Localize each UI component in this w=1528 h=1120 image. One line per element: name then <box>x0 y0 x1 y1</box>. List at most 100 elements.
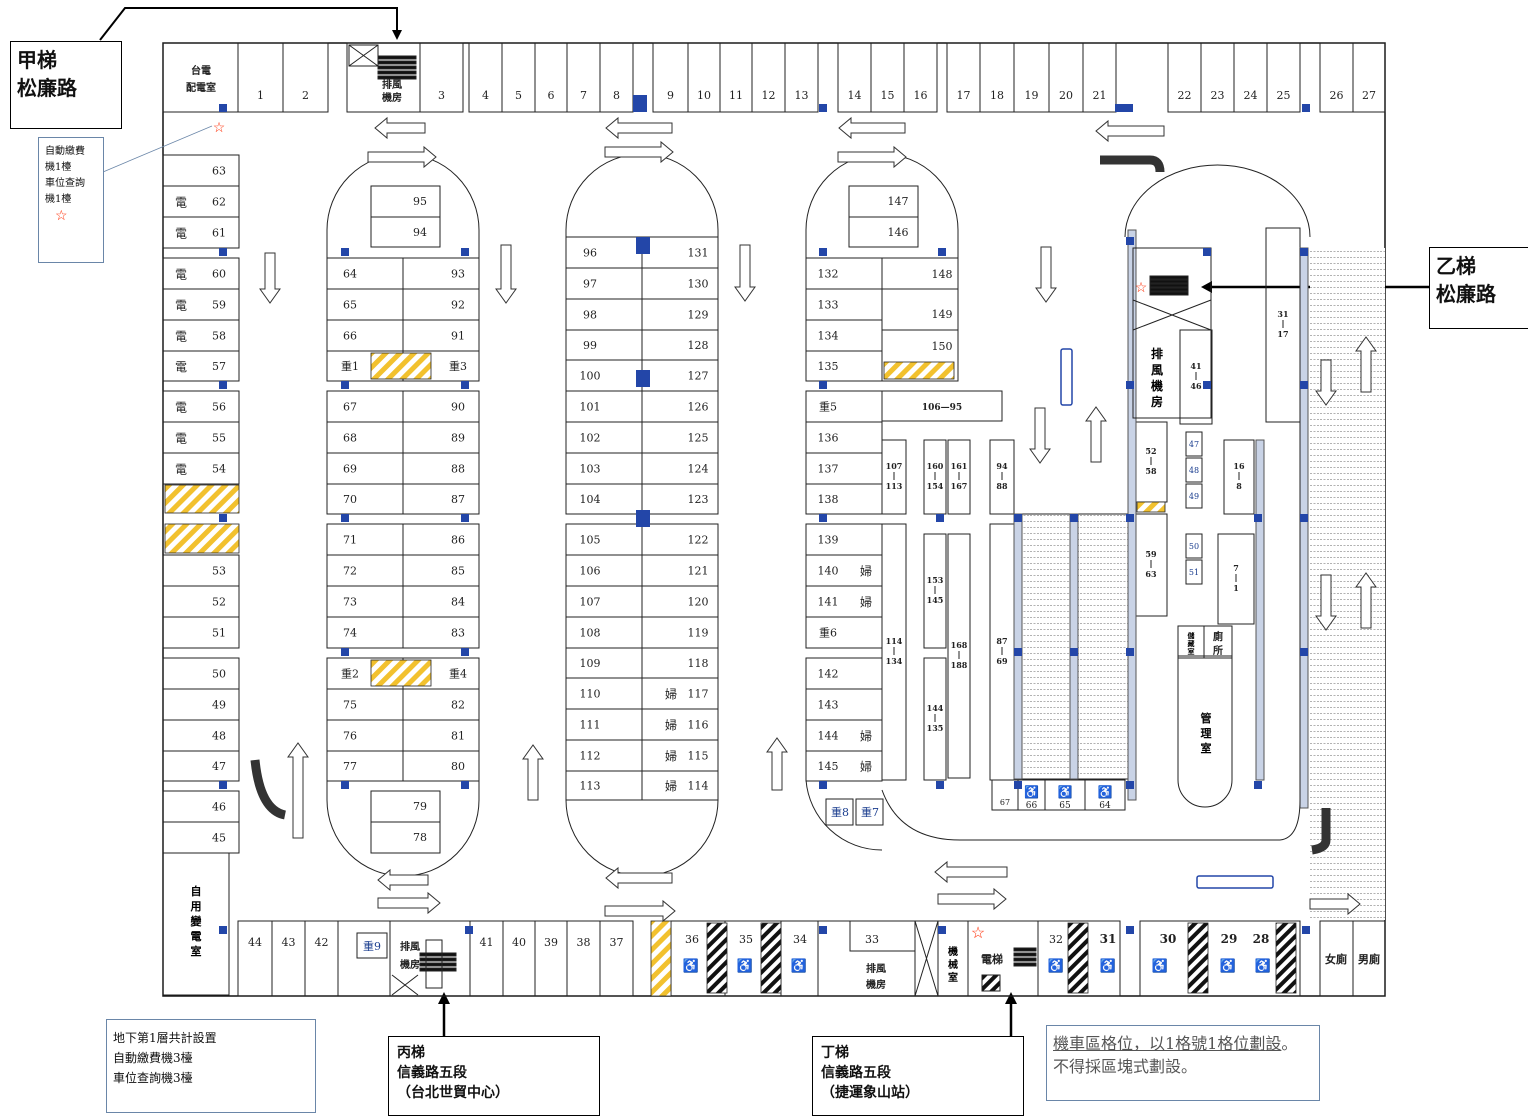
stall-number: 145 <box>818 760 839 773</box>
stall-number: 127 <box>688 370 709 383</box>
stair-step <box>419 967 457 972</box>
stall-number: 50 <box>1189 542 1199 551</box>
scooter-block <box>989 439 1015 515</box>
stall-number: 86 <box>451 534 465 547</box>
scooter-block-label: 161 <box>951 461 968 471</box>
stall-number: 26 <box>1330 89 1344 102</box>
island2-stall <box>565 483 643 515</box>
stall-number: 68 <box>343 432 357 445</box>
men-toilet-label: 男廁 <box>1358 952 1380 966</box>
stall-number: 37 <box>610 936 624 949</box>
island3-stall <box>805 616 883 649</box>
stall-number: 109 <box>580 657 601 670</box>
stall-number: 31 <box>1100 932 1117 946</box>
direction-arrow <box>605 866 673 890</box>
left-column-stall <box>162 154 240 187</box>
stair-step <box>1149 275 1189 280</box>
stall-number: 64 <box>1099 801 1111 811</box>
direction-arrow <box>937 887 1007 911</box>
stall-number: 59 <box>212 299 226 312</box>
label-char: 藏 <box>1188 639 1195 648</box>
label-char: 機 <box>1151 378 1163 393</box>
direction-arrow <box>1309 892 1361 916</box>
top-row-stall <box>599 42 634 113</box>
label-char: 理 <box>1201 727 1212 740</box>
direction-arrow <box>934 860 1008 884</box>
elevator-d-arrowhead <box>1005 992 1017 1004</box>
stall-number: 66 <box>343 330 357 343</box>
pillar <box>461 514 469 522</box>
pillar <box>1126 237 1134 245</box>
exhaust-room-label: 機房 <box>400 958 420 971</box>
stall-number: 80 <box>451 760 465 773</box>
direction-arrow <box>734 244 756 302</box>
pillar <box>219 926 227 934</box>
scooter-block-label: 145 <box>927 595 944 605</box>
pillar <box>636 370 650 387</box>
stall-number: 136 <box>818 432 839 445</box>
stall-number: 10 <box>697 89 711 102</box>
pillar <box>465 926 473 934</box>
kiosk-note-line1: 自動繳費 <box>45 146 85 157</box>
summary-callout: 地下第1層共計設置 自動繳費機3檯 車位查詢機3檯 <box>106 1019 316 1113</box>
kiosk-note-line3: 車位查詢 <box>45 178 85 189</box>
pillar <box>219 248 227 256</box>
direction-arrow <box>605 116 673 140</box>
pillar <box>1014 514 1022 522</box>
stall-number: 88 <box>451 463 465 476</box>
stall-number: 23 <box>1211 89 1225 102</box>
direction-arrow <box>377 868 429 892</box>
exhaust-room-top <box>346 42 421 113</box>
stall-number: 115 <box>688 750 709 763</box>
stall-number: 48 <box>212 730 226 743</box>
stall-number: 140 <box>818 565 839 578</box>
stall-number: 5 <box>515 89 522 102</box>
priority-stall-label: 婦 <box>860 564 872 579</box>
scooter-block-label: 107 <box>886 461 903 471</box>
scooter-block-label: 7 <box>1233 563 1239 573</box>
black-hatch-zone <box>706 922 728 994</box>
pillar <box>461 648 469 656</box>
stall-number: 105 <box>580 534 601 547</box>
scooter-lane <box>1019 513 1071 780</box>
stall-number: 122 <box>688 534 709 547</box>
stall-number: 132 <box>818 268 839 281</box>
scooter-stall <box>1037 920 1121 997</box>
stall-number: 96 <box>583 247 597 260</box>
dropoff-marker <box>1196 875 1274 889</box>
pillar <box>1115 104 1133 112</box>
top-row-stall <box>1266 42 1301 113</box>
scooter-block-label: 46 <box>1190 381 1202 391</box>
mechanical-room-label: 機械室 <box>948 945 958 984</box>
stall-number: 14 <box>848 89 862 102</box>
stall-number: 51 <box>1189 568 1199 577</box>
label-char: 管 <box>1201 711 1212 725</box>
island1-stall <box>402 585 480 618</box>
island2-stall <box>641 483 719 515</box>
stall-number: 71 <box>343 534 357 547</box>
stall-number: 62 <box>212 196 226 209</box>
stall-number: 46 <box>212 801 226 814</box>
stall <box>370 216 441 248</box>
scooter-stall <box>1185 559 1203 585</box>
accessible-icon: ♿ <box>791 958 807 974</box>
stall-number: 147 <box>888 195 909 208</box>
scooter-block-label: 59 <box>1145 549 1157 559</box>
island2-stall <box>565 390 643 423</box>
stall-number: 58 <box>212 330 226 343</box>
stall-number: 47 <box>1189 440 1199 449</box>
stair-step <box>1013 962 1037 967</box>
stall-number: 30 <box>1160 932 1177 946</box>
label-char: 機 <box>948 945 958 958</box>
scooter-block-label: 94 <box>996 461 1008 471</box>
stall-number: 重3 <box>449 359 467 373</box>
stall-number: 69 <box>343 463 357 476</box>
stall-number: 81 <box>451 730 465 743</box>
scooter-block-label: 144 <box>927 703 944 713</box>
stall-number: 108 <box>580 627 601 640</box>
scooter-block-label: 58 <box>1145 466 1157 476</box>
top-row-stall <box>1352 42 1386 113</box>
pillar <box>936 781 944 789</box>
stall-number: 2 <box>302 89 309 102</box>
island2-stall <box>565 616 643 649</box>
